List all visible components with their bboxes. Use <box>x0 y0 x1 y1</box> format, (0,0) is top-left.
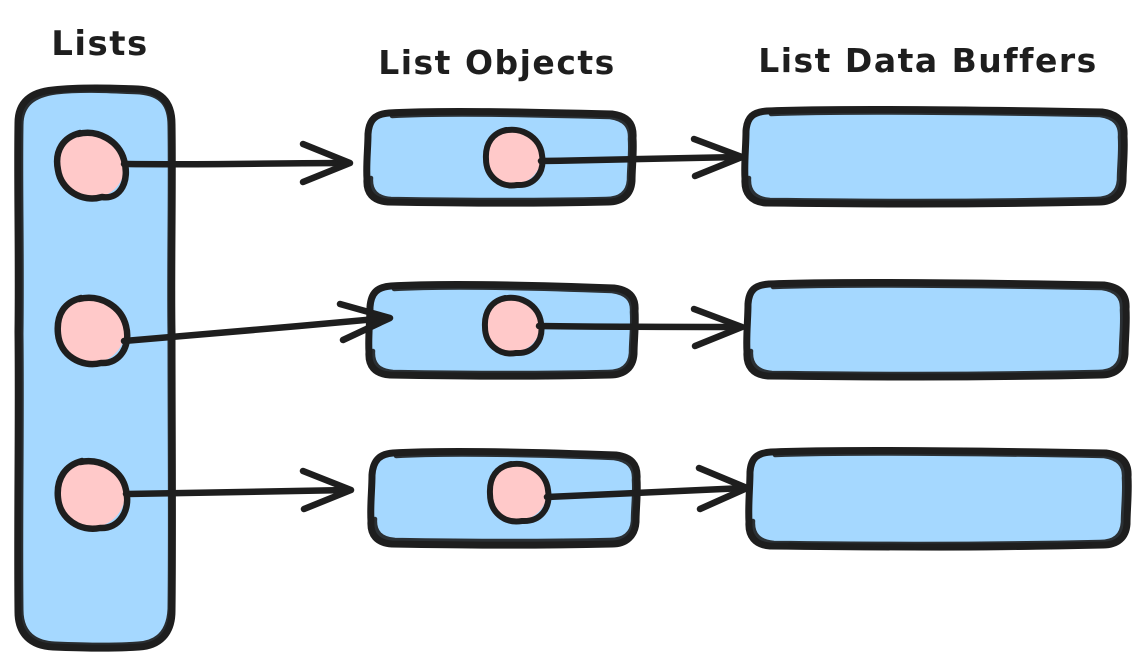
list-data-buffers <box>741 105 1132 551</box>
list-object-3-outline <box>367 448 641 549</box>
list-object-3-pointer-fill <box>491 464 547 520</box>
list-data-buffer-3[interactable] <box>745 446 1132 551</box>
list-object-1-outline <box>363 107 637 207</box>
list-object-2[interactable] <box>365 281 639 380</box>
arrow-object-to-buffer-1-shaft <box>537 153 744 165</box>
arrow-list-to-object-2-shaft <box>120 314 392 345</box>
list-data-buffer-2-sketch-pass <box>748 283 1125 377</box>
lists-container-fill <box>18 88 173 648</box>
arrow-object-to-buffer-3-head <box>695 464 751 513</box>
arrow-object-to-buffer-1 <box>537 135 746 180</box>
heading-list-data-buffers: List Data Buffers <box>758 41 1098 80</box>
list-entry-3-outline <box>54 457 131 532</box>
heading-lists: Lists <box>51 24 149 64</box>
list-object-1-sketch-pass <box>368 112 633 203</box>
arrow-list-to-object-2 <box>120 300 394 345</box>
arrow-list-to-object-2-head <box>336 300 394 344</box>
list-entry-3-fill <box>59 461 125 527</box>
arrow-object-to-buffer-3 <box>543 464 751 513</box>
lists-container[interactable] <box>14 84 176 652</box>
arrow-list-to-object-1-shaft <box>120 159 352 168</box>
list-entry-2[interactable] <box>54 294 131 368</box>
list-object-3-pointer-outline <box>486 460 552 525</box>
list-data-buffer-1-fill <box>745 110 1124 202</box>
arrow-object-to-buffer-2-head <box>690 305 746 350</box>
arrow-object-to-buffer-3-shaft <box>543 484 749 501</box>
column-headings: Lists List Objects List Data Buffers <box>51 24 1098 82</box>
list-object-2-outline <box>365 281 639 380</box>
heading-list-objects: List Objects <box>378 43 616 82</box>
arrow-list-to-object-3-head <box>299 467 355 513</box>
list-data-buffer-2[interactable] <box>743 278 1130 381</box>
list-entry-1-fill <box>59 132 125 198</box>
list-object-3[interactable] <box>367 448 641 549</box>
list-data-buffer-3-sketch-pass <box>750 451 1127 547</box>
list-data-buffer-1-outline <box>741 105 1128 208</box>
list-object-2-pointer-fill <box>486 298 540 352</box>
list-data-buffer-3-fill <box>749 451 1128 545</box>
list-data-buffer-1-sketch-pass <box>746 110 1123 204</box>
list-object-2-sketch-pass <box>370 285 635 376</box>
list-object-2-pointer-outline <box>481 294 545 357</box>
list-entries <box>53 129 131 532</box>
arrow-list-to-object-3 <box>122 467 355 513</box>
arrow-object-to-buffer-2 <box>535 305 746 350</box>
list-entry-2-fill <box>59 297 125 363</box>
list-object-1[interactable] <box>363 107 637 207</box>
arrow-object-to-buffer-1-head <box>690 135 746 180</box>
list-object-3-sketch-pass <box>372 452 637 544</box>
list-entry-3[interactable] <box>54 457 131 532</box>
lists-container-sketch-pass <box>18 87 173 648</box>
list-data-buffer-3-outline <box>745 446 1132 551</box>
list-data-buffer-3-underline-sketch <box>788 542 1092 551</box>
list-entry-2-outline <box>54 294 131 368</box>
list-data-buffer-2-fill <box>747 283 1126 375</box>
list-object-1-pointer-fill <box>487 130 541 184</box>
list-objects <box>363 107 641 549</box>
list-object-1-pointer-outline <box>482 126 546 189</box>
list-entry-1-outline <box>53 129 130 202</box>
list-entry-1[interactable] <box>53 129 130 202</box>
arrows <box>120 135 751 513</box>
list-data-buffer-2-outline <box>743 278 1130 381</box>
arrow-object-to-buffer-2-shaft <box>535 322 744 331</box>
arrow-list-to-object-3-shaft <box>122 486 353 498</box>
arrow-list-to-object-1 <box>120 140 354 186</box>
arrow-list-to-object-1-head <box>299 140 354 186</box>
list-data-buffer-1[interactable] <box>741 105 1128 208</box>
